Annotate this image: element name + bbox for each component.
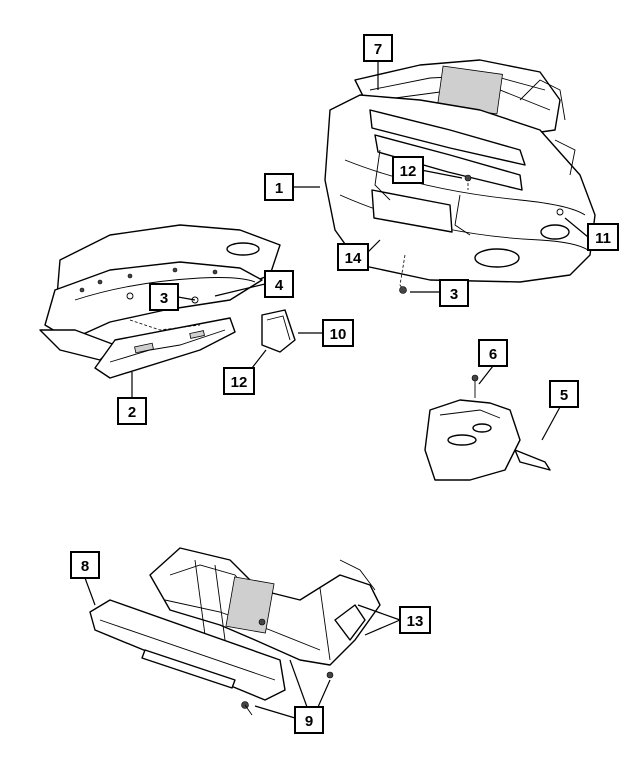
- callout-11: 11: [587, 223, 619, 251]
- callout-label: 5: [560, 387, 568, 404]
- callout-12-bumper: 12: [392, 156, 424, 184]
- callout-8: 8: [70, 551, 100, 579]
- callout-3-bumper: 3: [439, 279, 469, 307]
- callout-5: 5: [549, 380, 579, 408]
- callout-label: 14: [345, 250, 362, 267]
- tow-hook-cover: [261, 309, 296, 353]
- callout-label: 10: [330, 326, 347, 343]
- callout-12-cover: 12: [223, 367, 255, 395]
- callout-label: 9: [305, 713, 313, 730]
- callout-7: 7: [363, 34, 393, 62]
- leader-lines: [84, 61, 589, 719]
- callout-label: 4: [275, 277, 284, 294]
- callout-label: 6: [489, 346, 497, 363]
- callout-2: 2: [117, 397, 147, 425]
- callout-label: 7: [374, 41, 382, 58]
- callout-1: 1: [264, 173, 294, 201]
- callout-label: 3: [450, 286, 458, 303]
- callout-label: 2: [128, 404, 136, 421]
- callout-13: 13: [399, 606, 431, 634]
- callout-14: 14: [337, 243, 369, 271]
- callout-label: 11: [595, 230, 611, 247]
- callout-9: 9: [294, 706, 324, 734]
- callout-10: 10: [322, 319, 354, 347]
- callout-label: 8: [81, 558, 89, 575]
- callout-label: 3: [160, 290, 168, 307]
- callout-label: 12: [231, 374, 248, 391]
- front-bumper-assembly: [324, 59, 596, 294]
- callout-label: 1: [275, 180, 283, 197]
- callout-3-fascia: 3: [149, 283, 179, 311]
- radiator-support-assembly: [89, 547, 381, 716]
- fascia-corner-detail: [424, 374, 551, 481]
- callout-label: 13: [407, 613, 424, 630]
- callout-4: 4: [264, 270, 294, 298]
- callout-6: 6: [478, 339, 508, 367]
- callout-label: 12: [400, 163, 417, 180]
